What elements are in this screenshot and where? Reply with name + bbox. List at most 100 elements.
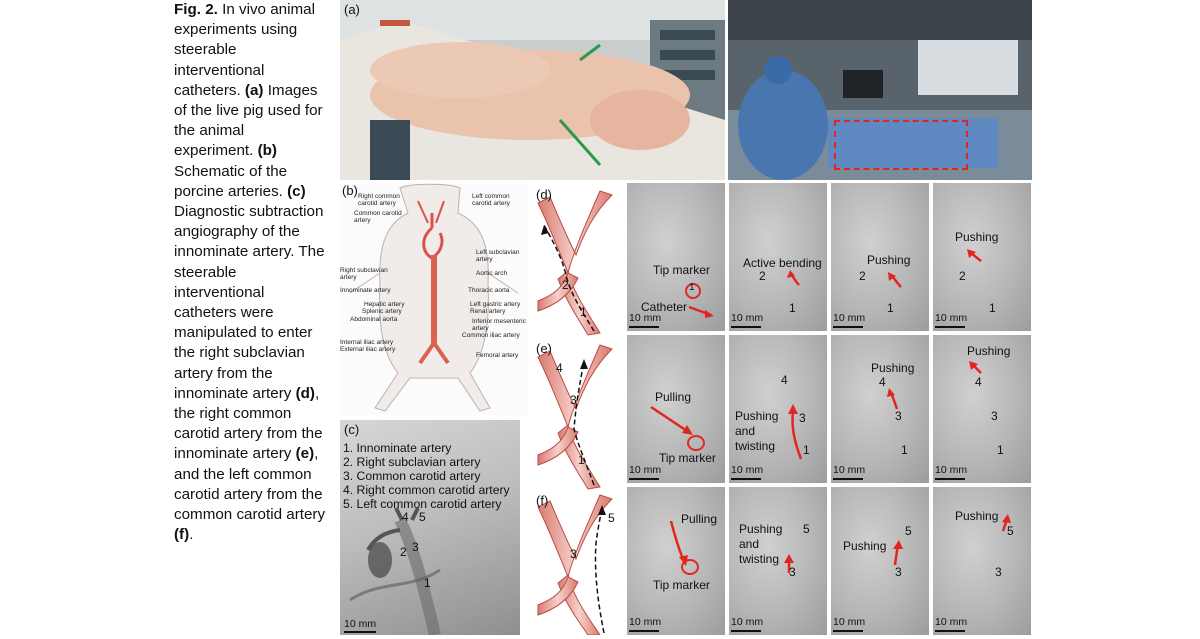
- caption-text-intro: In vivo animal experiments using steerab…: [174, 1, 315, 99]
- caption-tag-b: (b): [257, 142, 277, 160]
- red-arrow-icon: [887, 388, 899, 410]
- frame-num: 2: [759, 269, 766, 283]
- scale-label: 10 mm: [629, 312, 662, 324]
- frame-text: Pushing: [955, 230, 999, 244]
- label-splenic: Splenic artery: [362, 308, 402, 315]
- legend-item: 5. Left common carotid artery: [343, 497, 502, 511]
- label-right-common-carotid: Right common carotid artery: [358, 193, 400, 207]
- scale-bar: [629, 630, 659, 632]
- scale-bar: [344, 631, 376, 633]
- frame-num: 1: [689, 282, 695, 293]
- frame-text: and: [735, 424, 756, 438]
- frame-num: 5: [803, 522, 810, 536]
- photo-pig-on-table: (a): [340, 0, 725, 180]
- frame-num: 3: [995, 565, 1002, 579]
- frame-num: 4: [975, 375, 982, 389]
- panel-label-d: (d): [536, 187, 552, 202]
- red-arrow-icon: [688, 305, 714, 318]
- scale-label: 10 mm: [344, 618, 377, 630]
- caption-text-e: , and the left common carotid artery fro…: [174, 445, 326, 524]
- panel-label-e: (e): [536, 341, 552, 356]
- frame-text: Tip marker: [653, 578, 710, 592]
- figure-caption: Fig. 2. In vivo animal experiments using…: [174, 0, 326, 545]
- scale-bar: [935, 326, 965, 328]
- frame-num: 1: [803, 443, 810, 457]
- scale-label: 10 mm: [731, 464, 764, 476]
- caption-tag-d: (d): [295, 384, 315, 402]
- vessel-e-num-3: 3: [570, 393, 577, 407]
- caption-text-b: Schematic of the porcine arteries.: [174, 162, 288, 200]
- frame-d3: Pushing 2 1 10 mm: [831, 183, 929, 331]
- panel-label-f: (f): [536, 493, 549, 508]
- panel-label-b: (b): [342, 183, 358, 198]
- label-left-subclavian: Left subclavian artery: [476, 249, 520, 263]
- scale-bar: [731, 630, 761, 632]
- frame-text: Tip marker: [653, 263, 710, 277]
- frame-d4: Pushing 2 1 10 mm: [933, 183, 1031, 331]
- scale-bar: [731, 478, 761, 480]
- vessel-schematics: (d) 2 1 (e) 4 3 1 (f) 5 3: [528, 183, 624, 635]
- scale-bar: [731, 326, 761, 328]
- frame-text: Pushing: [871, 361, 915, 375]
- caption-text-f: .: [189, 526, 194, 544]
- frame-e3: Pushing 4 3 1 10 mm: [831, 335, 929, 483]
- label-common-carotid: Common carotid artery: [354, 210, 402, 224]
- legend-item: 3. Common carotid artery: [343, 469, 481, 483]
- red-arrow-icon: [784, 554, 794, 573]
- panel-label-c: (c): [344, 422, 360, 437]
- frame-text: twisting: [735, 439, 776, 453]
- red-arrow-icon: [650, 405, 693, 435]
- frame-num: 3: [799, 411, 806, 425]
- frame-num: 2: [959, 269, 966, 283]
- legend-item: 4. Right common carotid artery: [343, 483, 510, 497]
- scale-label: 10 mm: [935, 616, 968, 628]
- frame-num: 1: [789, 301, 796, 315]
- frame-d2: Active bending 2 1 10 mm: [729, 183, 827, 331]
- caption-tag-e: (e): [295, 445, 315, 463]
- pig-photo-illustration: [340, 0, 725, 180]
- frame-num: 5: [905, 524, 912, 538]
- frame-num: 3: [895, 409, 902, 423]
- label-right-subclavian: Right subclavian artery: [340, 267, 388, 281]
- scale-bar: [833, 326, 863, 328]
- vessel-e-num-4: 4: [556, 361, 563, 375]
- frame-d1: Tip marker 1 Catheter 10 mm: [627, 183, 725, 331]
- tip-marker-circle: [685, 283, 701, 299]
- photo-operating-room: [728, 0, 1032, 180]
- panel-label-a: (a): [344, 2, 360, 17]
- label-external-iliac: External iliac artery: [340, 346, 396, 353]
- scale-label: 10 mm: [731, 616, 764, 628]
- legend-c: 1. Innominate artery 2. Right subclavian…: [343, 441, 510, 511]
- operating-room-illustration: [728, 0, 1032, 180]
- angio-num-3: 3: [412, 540, 419, 554]
- legend-item: 2. Right subclavian artery: [343, 455, 481, 469]
- frame-e1: Pulling Tip marker 10 mm: [627, 335, 725, 483]
- scale-label: 10 mm: [935, 464, 968, 476]
- caption-tag-f: (f): [174, 526, 190, 544]
- scale-bar: [833, 630, 863, 632]
- frame-text: Active bending: [743, 256, 822, 270]
- frame-text: Pushing: [739, 522, 783, 536]
- label-renal: Renal artery: [470, 308, 506, 315]
- angiography-illustration: [349, 507, 441, 635]
- frame-num: 3: [991, 409, 998, 423]
- label-left-common-carotid: Left common carotid artery: [472, 193, 510, 207]
- label-femoral: Femoral artery: [476, 352, 519, 359]
- angio-num-1: 1: [424, 576, 431, 590]
- frame-text: Catheter: [641, 300, 688, 314]
- frame-num: 1: [887, 301, 894, 315]
- frame-text: Pushing: [867, 253, 911, 267]
- frame-text: Tip marker: [659, 451, 716, 465]
- frame-f3: 5 Pushing 3 10 mm: [831, 487, 929, 635]
- frame-text: twisting: [739, 552, 780, 566]
- frame-num: 4: [879, 375, 886, 389]
- vessel-diagrams: [537, 190, 613, 635]
- angio-num-5: 5: [419, 510, 426, 524]
- scale-label: 10 mm: [731, 312, 764, 324]
- vessel-f-num-5: 5: [608, 511, 615, 525]
- frame-text: Pushing: [955, 509, 999, 523]
- scale-bar: [629, 326, 659, 328]
- frame-text: Pushing: [843, 539, 887, 553]
- label-aortic-arch: Aortic arch: [476, 270, 508, 277]
- label-internal-iliac: Internal iliac artery: [340, 339, 394, 346]
